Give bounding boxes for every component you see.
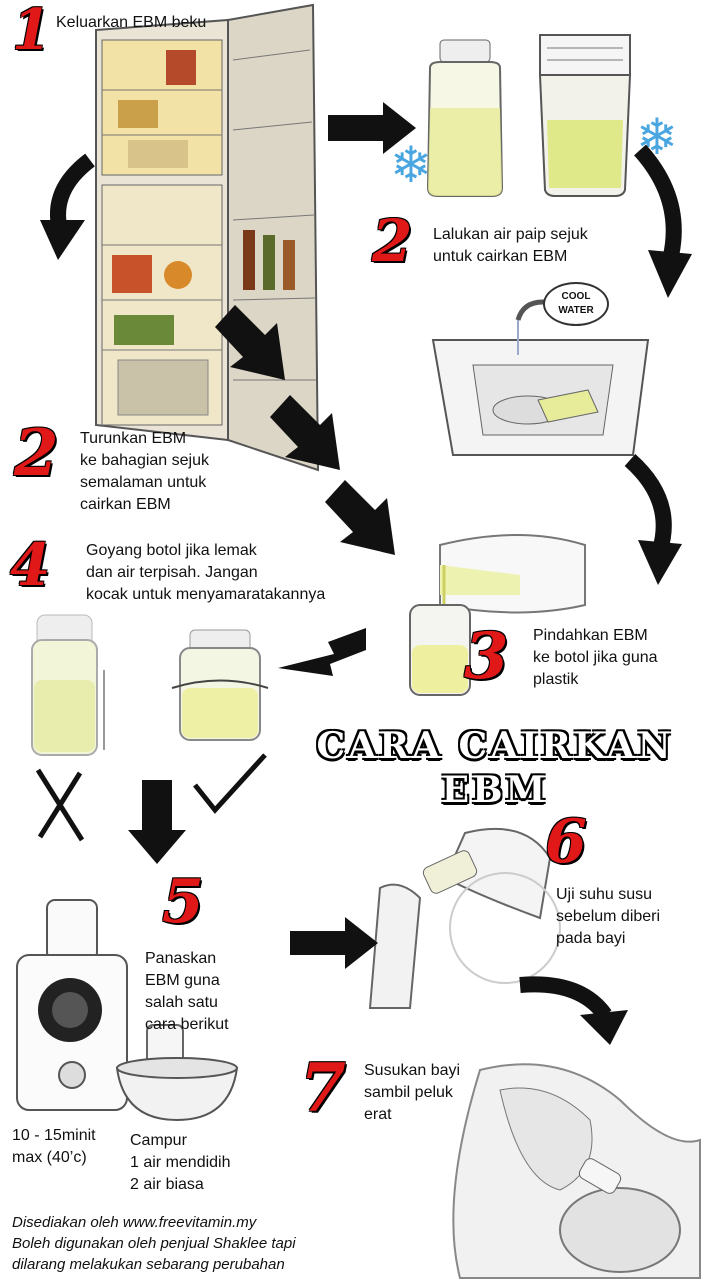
step-number: 4 [10, 531, 51, 599]
warm-water-bowl-illustration [112, 1020, 242, 1125]
step-text: Keluarkan EBM beku [56, 14, 207, 31]
arrow-icon [290, 917, 378, 969]
arrow-icon [270, 395, 340, 470]
bottle-warmer-illustration [12, 895, 132, 1115]
sink-illustration [428, 280, 653, 465]
step-number: 7 [300, 1049, 346, 1127]
frozen-bag-illustration [535, 30, 635, 200]
step-text: Pindahkan EBM ke botol jika guna plastik [533, 627, 658, 688]
step-number: 6 [545, 807, 587, 877]
step-text: Goyang botol jika lemak dan air terpisah… [86, 542, 326, 603]
step-number: 1 [12, 0, 51, 63]
step-text: Turunkan EBM ke bahagian sejuk semalaman… [80, 430, 209, 513]
arrow-icon [328, 102, 416, 154]
arrow-icon [40, 153, 95, 260]
fridge-illustration [78, 0, 340, 472]
step-text: Susukan bayi sambil peluk erat [364, 1062, 461, 1123]
shaking-bottles-illustration [22, 610, 112, 760]
arrow-icon [215, 305, 285, 380]
step-number: 5 [162, 867, 204, 937]
step-text: Lalukan air paip sejuk untuk cairkan EBM [433, 226, 588, 265]
step-text: Uji suhu susu sebelum diberi pada bayi [556, 886, 661, 947]
step-number: 2 [14, 416, 59, 491]
title-line2: EBM [441, 769, 549, 811]
step-number: 2 [372, 207, 413, 275]
bowl-label: Campur 1 air mendidih 2 air biasa [130, 1132, 231, 1193]
testing-temperature-illustration [365, 818, 561, 1013]
page-title: CARA CAIRKAN EBM [290, 724, 700, 812]
warmer-label: 10 - 15minit max (40’c) [12, 1127, 96, 1166]
arrow-icon [325, 480, 395, 555]
swirling-bottles-illustration [170, 628, 270, 743]
arrow-icon [624, 454, 682, 585]
step-text: Panaskan EBM guna salah satu cara beriku… [145, 950, 229, 1033]
arrow-icon [633, 144, 692, 298]
mother-baby-illustration [440, 1060, 710, 1279]
arrow-icon [278, 628, 366, 676]
arrow-icon [128, 780, 186, 864]
frozen-bottle-illustration [410, 38, 520, 198]
pouring-illustration [400, 525, 590, 705]
footer-credit: Disediakan oleh www.freevitamin.my Boleh… [12, 1214, 296, 1273]
cool-water-bubble: COOL WATER [543, 282, 609, 326]
snowflake-icon: ❄ [390, 137, 432, 193]
arrow-icon [519, 976, 628, 1045]
step-number: 3 [464, 619, 509, 694]
title-line1: CARA CAIRKAN [316, 725, 674, 767]
